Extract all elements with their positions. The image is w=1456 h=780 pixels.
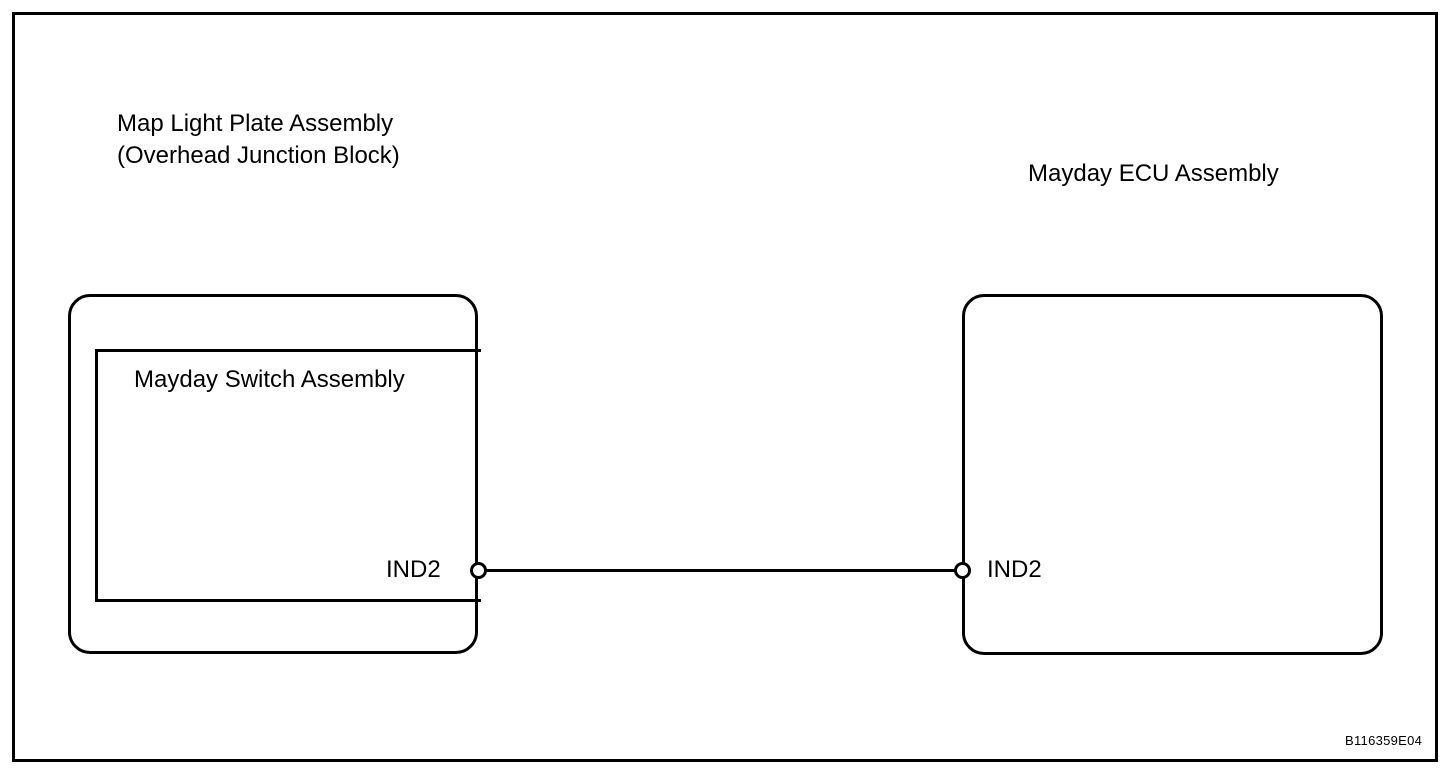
terminal-circle-right-ind2 (954, 562, 971, 579)
mayday-switch-assembly-box (95, 349, 481, 602)
terminal-circle-left-ind2 (470, 562, 487, 579)
mayday-ecu-assembly-label: Mayday ECU Assembly (1028, 160, 1279, 187)
wire-ind2 (478, 569, 962, 572)
figure-code: B116359E04 (1345, 733, 1423, 748)
mayday-ecu-assembly-box (962, 294, 1383, 655)
figure-border (12, 12, 1438, 762)
map-light-plate-assembly-box (68, 294, 478, 654)
pin-label-left-ind2: IND2 (386, 556, 441, 583)
map-light-plate-assembly-label: Map Light Plate Assembly (Overhead Juncti… (117, 108, 400, 172)
pin-label-right-ind2: IND2 (987, 556, 1042, 583)
map-light-plate-assembly-label-line2: (Overhead Junction Block) (117, 142, 400, 169)
mayday-switch-assembly-label: Mayday Switch Assembly (134, 366, 405, 393)
map-light-plate-assembly-label-line1: Map Light Plate Assembly (117, 110, 394, 137)
